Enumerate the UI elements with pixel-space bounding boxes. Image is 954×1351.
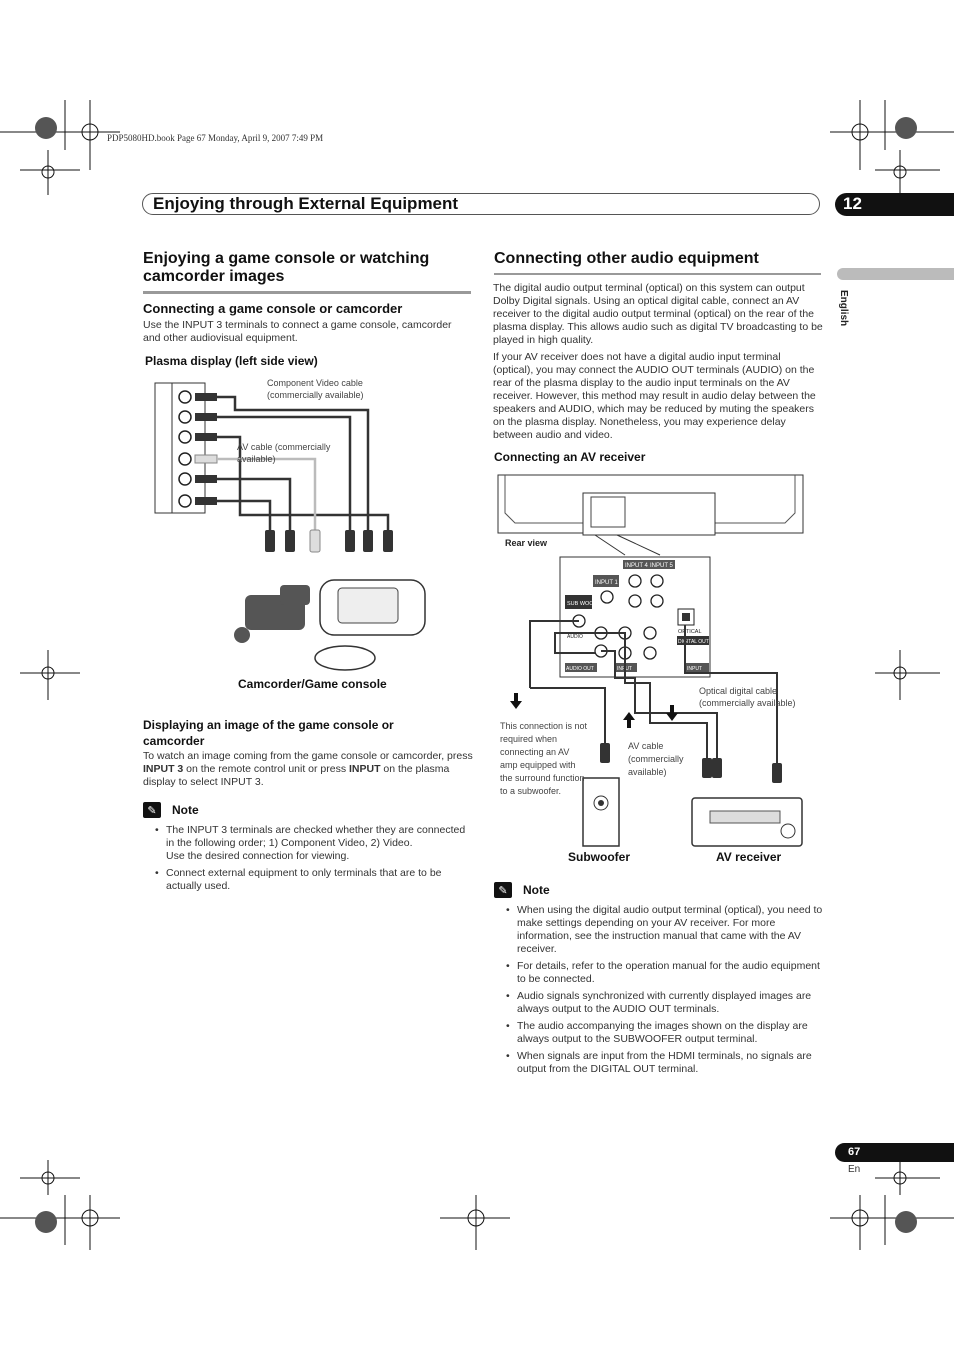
- av-receiver-diagram: INPUT 1 INPUT 4 INPUT 5 SUB WOOFER AUDIO…: [497, 474, 804, 847]
- cap-subwoofer: Subwoofer: [568, 850, 630, 864]
- note-item: The INPUT 3 terminals are checked whethe…: [155, 824, 474, 863]
- page-number-tab: [835, 1143, 954, 1162]
- right-sub-title: Connecting an AV receiver: [494, 450, 646, 464]
- panel-digital-out: DIGITAL OUT: [678, 639, 709, 645]
- cap-component-cable: Component Video cable (commercially avai…: [267, 378, 364, 400]
- note-item: The audio accompanying the images shown …: [506, 1020, 823, 1046]
- left-section-title: Enjoying a game console or watching camc…: [143, 250, 430, 285]
- figure-title-left: Plasma display (left side view): [145, 354, 318, 368]
- book-info: PDP5080HD.book Page 67 Monday, April 9, …: [107, 133, 324, 143]
- note-label-right: Note: [523, 883, 550, 897]
- note-item: For details, refer to the operation manu…: [506, 960, 823, 986]
- note-item: Audio signals synchronized with currentl…: [506, 990, 823, 1016]
- cap-optical-cable: Optical digital cable (commercially avai…: [699, 686, 796, 708]
- note-item: Connect external equipment to only termi…: [155, 867, 474, 893]
- cap-rear-view: Rear view: [505, 538, 548, 548]
- cap-camcorder-console: Camcorder/Game console: [238, 677, 387, 691]
- panel-sub-woofer: SUB WOOFER: [567, 601, 605, 607]
- cap-av-receiver: AV receiver: [716, 850, 782, 864]
- note-label-left: Note: [172, 803, 199, 817]
- language-bar: [837, 268, 954, 280]
- panel-audio: AUDIO: [567, 634, 583, 640]
- chapter-tab: [835, 193, 954, 216]
- notes-right: When using the digital audio output term…: [505, 904, 823, 1080]
- right-p1: The digital audio output terminal (optic…: [493, 282, 823, 346]
- left-section-rule: [143, 291, 471, 294]
- panel-optical: OPTICAL: [678, 629, 702, 635]
- right-section-rule: [494, 273, 821, 275]
- right-p2: If your AV receiver does not have a digi…: [493, 351, 816, 441]
- notes-left: The INPUT 3 terminals are checked whethe…: [154, 824, 474, 897]
- chapter-number: 12: [843, 194, 862, 213]
- cap-av-cable-right: AV cable (commercially available): [628, 741, 684, 777]
- note-item: When using the digital audio output term…: [506, 904, 823, 956]
- note-icon-right: ✎: [494, 882, 512, 898]
- right-section-title: Connecting other audio equipment: [494, 250, 759, 267]
- panel-input1: INPUT 1: [595, 580, 619, 586]
- panel-audio-out: AUDIO OUT: [566, 666, 594, 672]
- page-header-title: Enjoying through External Equipment: [153, 194, 459, 213]
- page-language: En: [848, 1164, 861, 1175]
- header-bar: [142, 193, 820, 215]
- sub2-body: To watch an image coming from the game c…: [143, 750, 473, 788]
- sub2-title: Displaying an image of the game console …: [143, 718, 394, 748]
- panel-input4: INPUT 4: [625, 563, 649, 569]
- cap-av-cable-left: AV cable (commercially available): [237, 442, 331, 464]
- note-icon-left: ✎: [143, 802, 161, 818]
- note-item: When signals are input from the HDMI ter…: [506, 1050, 823, 1076]
- cap-subwoofer-note: This connection is not required when con…: [500, 721, 588, 796]
- game-console-diagram: [154, 382, 426, 671]
- page-number: 67: [848, 1146, 861, 1158]
- panel-input5: INPUT 5: [650, 563, 674, 569]
- panel-input-b: INPUT: [687, 666, 702, 672]
- language-label: English: [838, 290, 849, 327]
- sub1-body: Use the INPUT 3 terminals to connect a g…: [143, 319, 452, 344]
- sub1-title: Connecting a game console or camcorder: [143, 301, 403, 316]
